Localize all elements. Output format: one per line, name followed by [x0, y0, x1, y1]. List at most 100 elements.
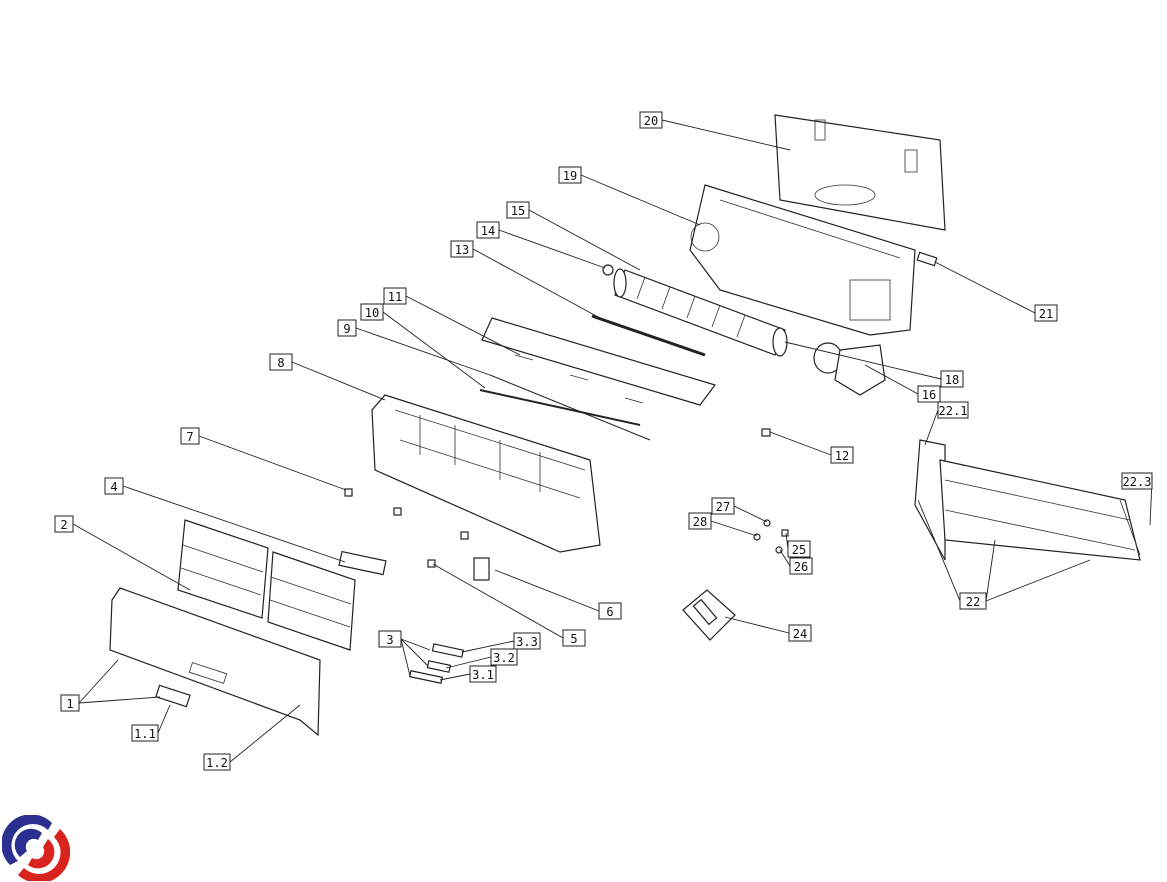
air-filter-right [267, 551, 356, 651]
callout-box [639, 111, 663, 129]
callout-number: 3.3 [516, 635, 538, 649]
callout-box [959, 592, 987, 610]
callout-box [60, 694, 80, 712]
callout-box [788, 624, 812, 642]
callout-3-3: 3.3 [461, 632, 541, 653]
callout-box [711, 497, 735, 515]
callout-1-2: 1.2 [203, 704, 301, 771]
callout-9: 9 [337, 319, 491, 376]
callout-box [269, 353, 293, 371]
callout-number: 21 [1039, 307, 1053, 321]
leader-line [400, 638, 411, 677]
callout-box [104, 477, 124, 495]
leader-line [985, 559, 1091, 602]
callout-number: 12 [835, 449, 849, 463]
small-part-25 [781, 529, 789, 537]
leader-line [769, 431, 832, 456]
leader-line [229, 704, 301, 763]
callout-12: 12 [769, 431, 854, 464]
callout-number: 20 [644, 114, 658, 128]
callout-4: 4 [104, 477, 346, 563]
logo-arc-blue [2, 815, 52, 865]
callout-25: 25 [785, 532, 811, 558]
callout-2: 2 [54, 515, 191, 591]
callout-number: 11 [388, 290, 402, 304]
filter-module [338, 550, 387, 576]
callout-number: 2 [60, 518, 67, 532]
callout-3-2: 3.2 [445, 648, 518, 669]
louver-rod-2 [489, 374, 651, 441]
callout-6: 6 [494, 569, 622, 620]
callout-box [180, 427, 200, 445]
callout-19: 19 [558, 166, 701, 226]
leader-line [198, 435, 347, 491]
callout-number: 15 [511, 204, 525, 218]
leader-line [498, 229, 606, 269]
callout-number: 1.1 [134, 727, 156, 741]
leader-line [528, 209, 641, 271]
callout-3: 3 [378, 630, 431, 677]
callout-number: 3.2 [493, 651, 515, 665]
callout-28: 28 [688, 512, 758, 537]
callout-3-1: 3.1 [439, 665, 497, 683]
cover-plate [473, 557, 490, 581]
drain-pan [481, 317, 716, 406]
logo-arc-red [18, 829, 70, 881]
screw-cap-part-2 [393, 507, 402, 516]
callout-15: 15 [506, 201, 641, 271]
callout-1-1: 1.1 [131, 704, 171, 742]
leader-line [439, 673, 471, 681]
callout-box [476, 221, 500, 239]
clip-part [761, 428, 771, 437]
leader-line [472, 248, 601, 319]
callout-box [688, 512, 712, 530]
callout-box [54, 515, 74, 533]
back-chassis [689, 184, 916, 336]
leader-line [580, 174, 701, 226]
leader-line [985, 539, 996, 602]
callout-box [131, 724, 159, 742]
callout-16: 16 [864, 364, 941, 403]
leader-line [494, 569, 600, 612]
callout-box [830, 446, 854, 464]
screw-cap-part-4 [427, 559, 436, 568]
callout-27: 27 [711, 497, 768, 523]
front-panel [109, 587, 321, 737]
callout-number: 25 [792, 543, 806, 557]
callout-20: 20 [639, 111, 791, 151]
callout-number: 9 [343, 322, 350, 336]
callout-1: 1 [60, 659, 161, 712]
leader-line [72, 523, 191, 591]
connector-part [916, 251, 938, 267]
callout-box [787, 540, 811, 558]
callout-number: 4 [110, 480, 117, 494]
bearing-part [602, 264, 614, 276]
callout-box [360, 303, 384, 321]
leader-line [724, 616, 790, 634]
leader-line [432, 563, 564, 639]
callout-22-1: 22.1 [924, 401, 969, 446]
leader-line [461, 640, 515, 653]
callout-number: 3.1 [472, 668, 494, 682]
brand-logo [2, 815, 70, 881]
callout-box [450, 240, 474, 258]
leader-line [78, 696, 161, 704]
cross-flow-fan [613, 268, 788, 357]
leader-line [917, 499, 961, 602]
leader-line [779, 549, 791, 567]
callout-box [378, 630, 402, 648]
callout-number: 16 [922, 388, 936, 402]
callout-24: 24 [724, 616, 812, 642]
leader-line [355, 327, 491, 376]
callout-5: 5 [432, 563, 586, 647]
pcb-board [774, 114, 946, 231]
callout-number: 7 [186, 430, 193, 444]
callout-number: 3 [386, 633, 393, 647]
callout-7: 7 [180, 427, 347, 491]
callout-box [203, 753, 231, 771]
leader-line [400, 638, 431, 651]
callout-box [1121, 472, 1153, 490]
callout-number: 22.3 [1123, 475, 1152, 489]
swing-rod [591, 314, 706, 357]
callout-number: 13 [455, 243, 469, 257]
